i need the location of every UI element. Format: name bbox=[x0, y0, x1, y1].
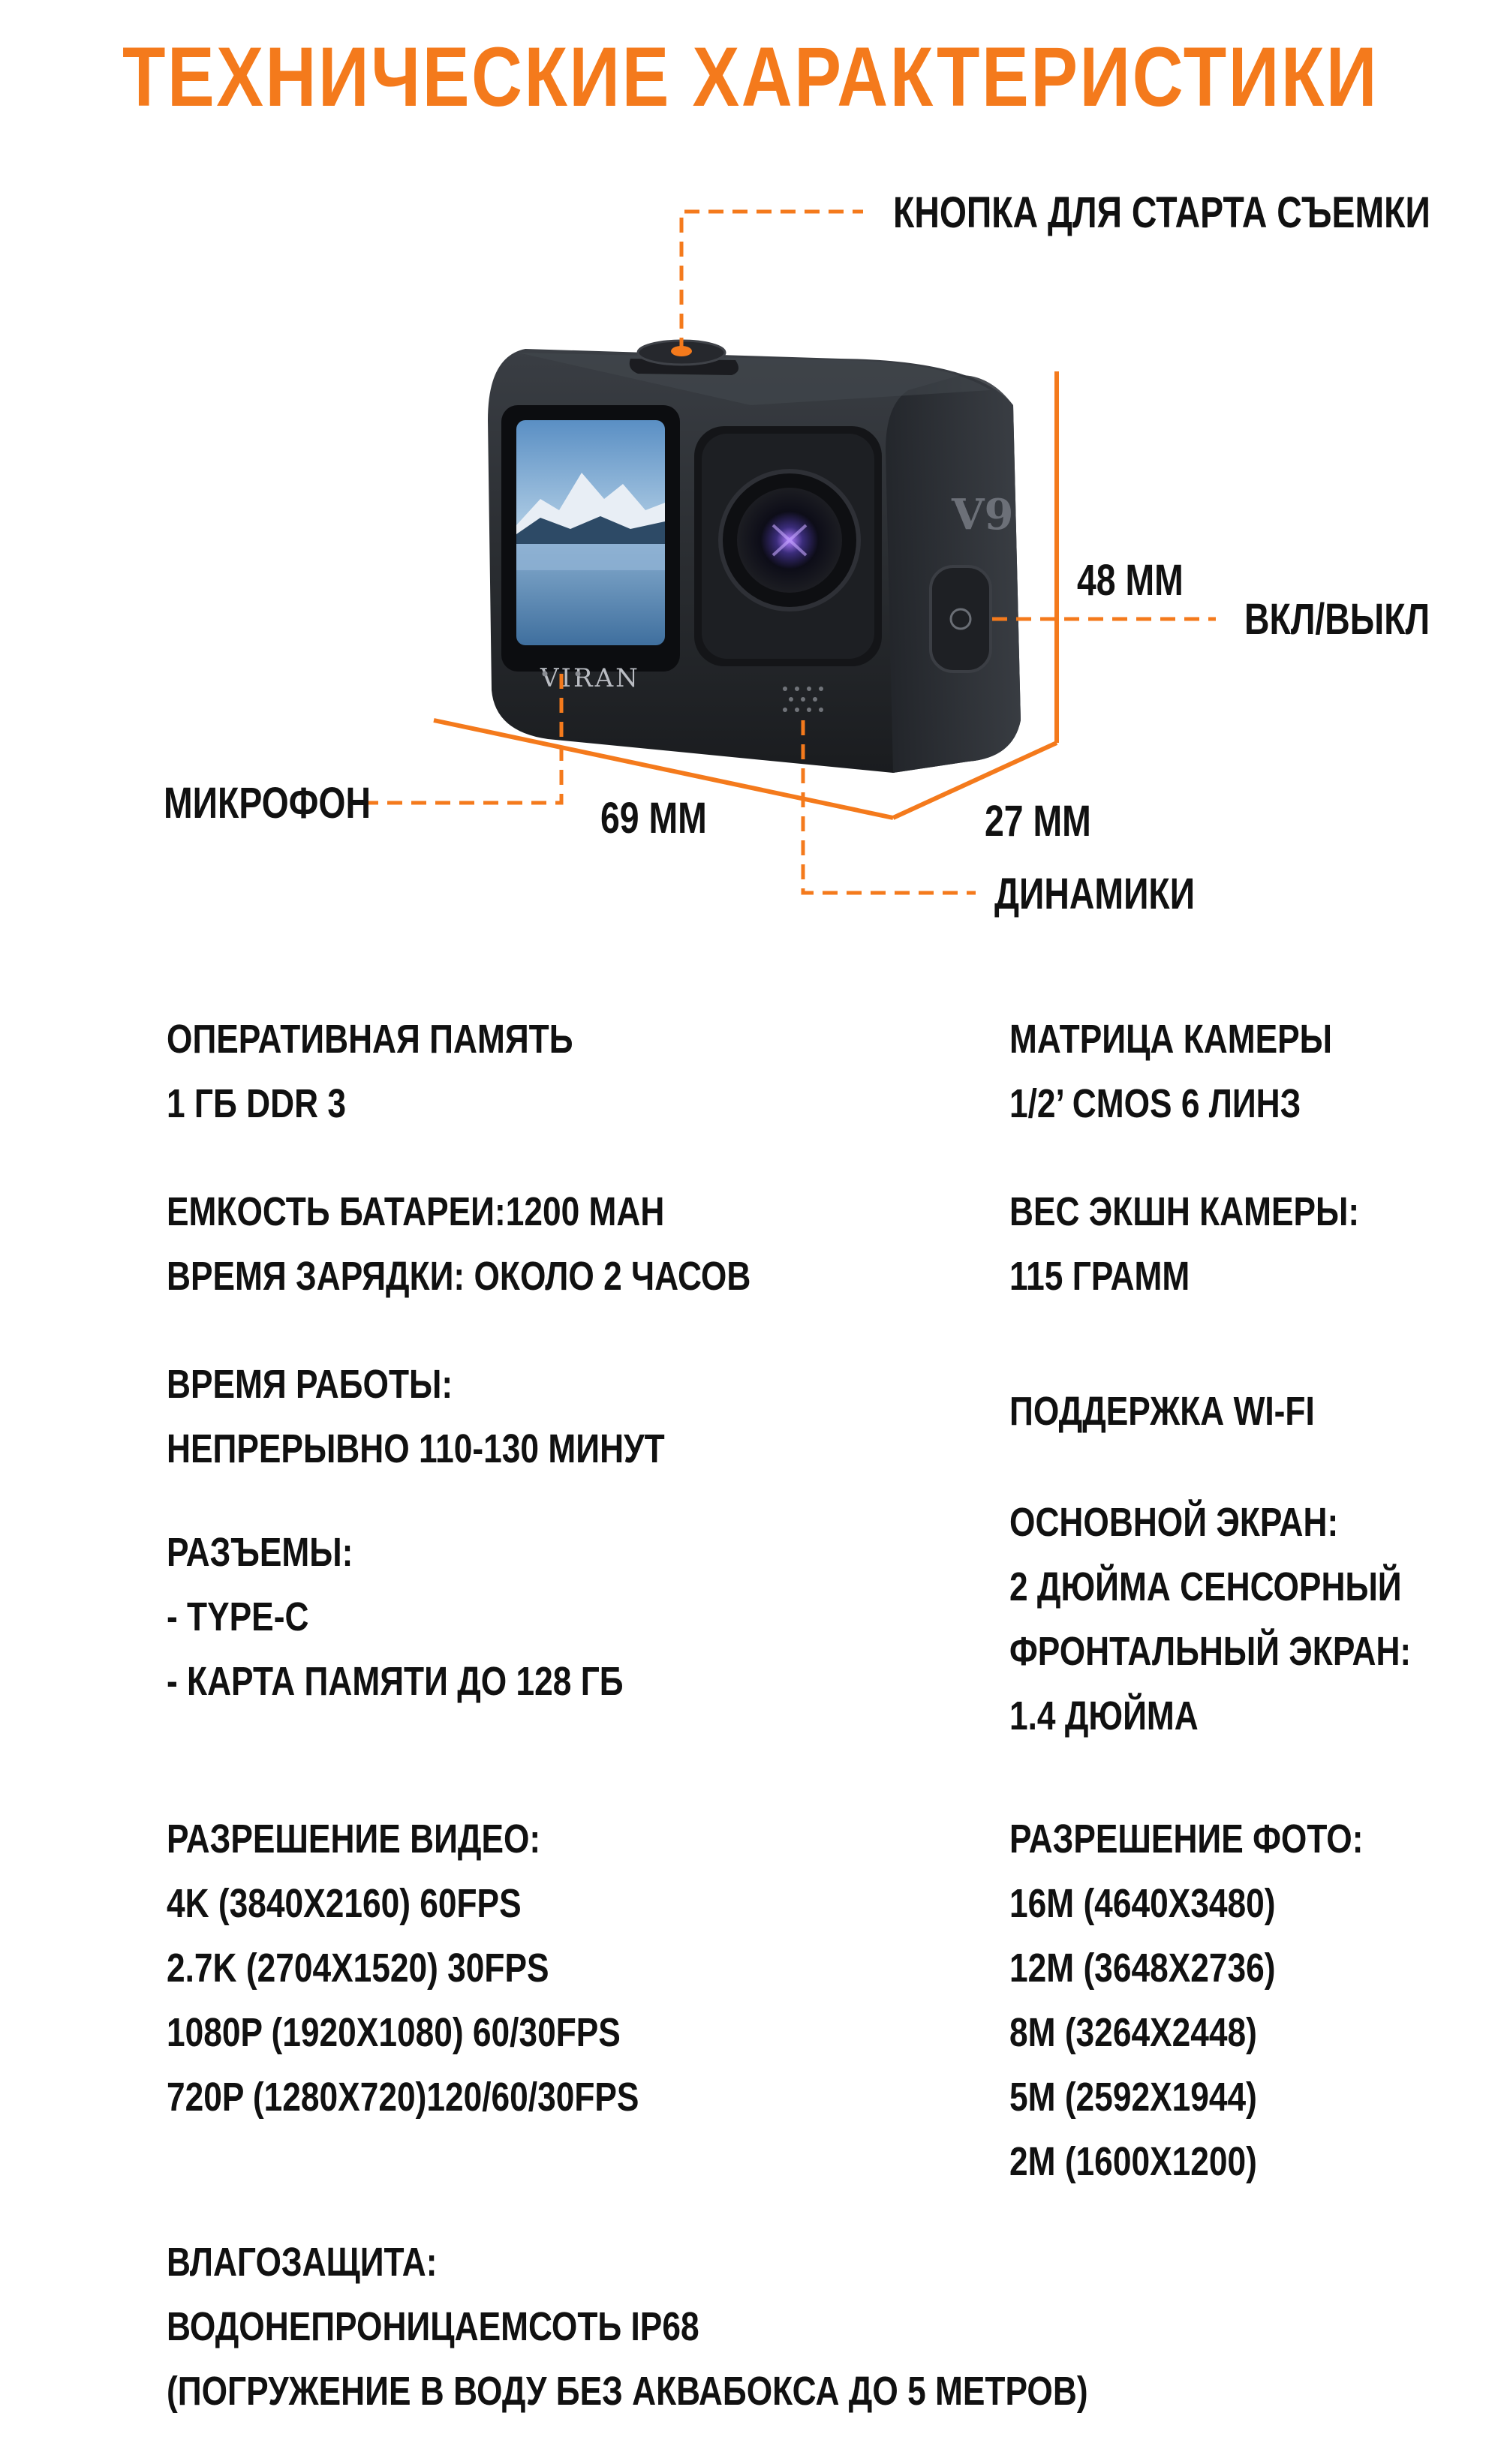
spec-line: 2M (1600X1200) bbox=[1009, 2139, 1257, 2184]
width-dimension-label: 69 ММ bbox=[600, 794, 707, 843]
speaker-grille bbox=[783, 687, 823, 712]
spec-water-protection: ВЛАГОЗАЩИТА: ВОДОНЕПРОНИЦАЕМСОТЬ IP68 (П… bbox=[167, 2230, 1088, 2423]
depth-dimension-label: 27 ММ bbox=[985, 797, 1091, 846]
spec-line: НЕПРЕРЫВНО 110-130 МИНУТ bbox=[167, 1426, 665, 1471]
power-button bbox=[929, 565, 992, 673]
spec-line: ВРЕМЯ ЗАРЯДКИ: ОКОЛО 2 ЧАСОВ bbox=[167, 1254, 751, 1299]
spec-line: 12M (3648X2736) bbox=[1009, 1946, 1276, 1991]
spec-line: ПОДДЕРЖКА WI-FI bbox=[1009, 1389, 1315, 1434]
model-label: V9 bbox=[951, 490, 1013, 539]
spec-line: 2.7K (2704X1520) 30FPS bbox=[167, 1946, 549, 1991]
spec-line: 4K (3840X2160) 60FPS bbox=[167, 1881, 522, 1926]
spec-line: ВОДОНЕПРОНИЦАЕМСОТЬ IP68 bbox=[167, 2304, 699, 2349]
record-leader-line bbox=[679, 209, 863, 353]
camera-illustration: V9 VIRAN bbox=[360, 209, 1216, 895]
microphone-label: МИКРОФОН bbox=[164, 779, 371, 828]
record-button bbox=[629, 339, 738, 375]
speakers-label: ДИНАМИКИ bbox=[994, 870, 1196, 918]
spec-ram: ОПЕРАТИВНАЯ ПАМЯТЬ 1 ГБ DDR 3 bbox=[167, 1007, 573, 1136]
brand-label: VIRAN bbox=[540, 663, 640, 693]
microphone-leader-line bbox=[360, 674, 564, 805]
spec-line: ВЕС ЭКШН КАМЕРЫ: bbox=[1009, 1189, 1360, 1234]
spec-photo-resolution: РАЗРЕШЕНИЕ ФОТО: 16M (4640X3480) 12M (36… bbox=[1009, 1807, 1363, 2194]
spec-line: ОСНОВНОЙ ЭКРАН: bbox=[1009, 1500, 1339, 1545]
spec-sensor: МАТРИЦА КАМЕРЫ 1/2’ CMOS 6 ЛИНЗ bbox=[1009, 1007, 1332, 1136]
microphone-hole bbox=[542, 671, 548, 677]
power-label: ВКЛ/ВЫКЛ bbox=[1244, 595, 1430, 644]
spec-line: 1.4 ДЮЙМА bbox=[1009, 1693, 1199, 1738]
spec-runtime: ВРЕМЯ РАБОТЫ: НЕПРЕРЫВНО 110-130 МИНУТ bbox=[167, 1352, 665, 1481]
spec-line: 2 ДЮЙМА СЕНСОРНЫЙ bbox=[1009, 1564, 1402, 1609]
dimension-lines bbox=[433, 371, 1059, 820]
spec-line: МАТРИЦА КАМЕРЫ bbox=[1009, 1017, 1333, 1062]
spec-line: 720P (1280X720)120/60/30FPS bbox=[167, 2075, 639, 2120]
spec-line: ОПЕРАТИВНАЯ ПАМЯТЬ bbox=[167, 1017, 573, 1062]
page-title: ТЕХНИЧЕСКИЕ ХАРАКТЕРИСТИКИ bbox=[122, 30, 1379, 124]
spec-battery: ЕМКОСТЬ БАТАРЕИ:1200 МАН ВРЕМЯ ЗАРЯДКИ: … bbox=[167, 1179, 750, 1309]
camera-diagram: V9 VIRAN КНОПКА ДЛЯ СТАРТА СЪЕМКИ ВКЛ/ВЫ… bbox=[0, 0, 1501, 945]
spec-line: 1/2’ CMOS 6 ЛИНЗ bbox=[1009, 1081, 1301, 1126]
spec-line: - TYPE-C bbox=[167, 1594, 309, 1639]
spec-line: (ПОГРУЖЕНИЕ В ВОДУ БЕЗ АКВАБОКСА ДО 5 МЕ… bbox=[167, 2369, 1088, 2414]
spec-line: - КАРТА ПАМЯТИ ДО 128 ГБ bbox=[167, 1659, 624, 1704]
spec-line: 115 ГРАММ bbox=[1009, 1254, 1190, 1299]
speaker-leader-line bbox=[801, 720, 976, 895]
spec-screens: ОСНОВНОЙ ЭКРАН: 2 ДЮЙМА СЕНСОРНЫЙ ФРОНТА… bbox=[1009, 1490, 1411, 1748]
lens-housing bbox=[694, 426, 882, 666]
spec-line: ВЛАГОЗАЩИТА: bbox=[167, 2240, 438, 2285]
spec-video-resolution: РАЗРЕШЕНИЕ ВИДЕО: 4K (3840X2160) 60FPS 2… bbox=[167, 1807, 639, 2129]
spec-line: ФРОНТАЛЬНЫЙ ЭКРАН: bbox=[1009, 1629, 1412, 1674]
spec-line: 8M (3264X2448) bbox=[1009, 2010, 1257, 2055]
spec-line: 16M (4640X3480) bbox=[1009, 1881, 1276, 1926]
spec-line: РАЗРЕШЕНИЕ ФОТО: bbox=[1009, 1816, 1364, 1862]
height-dimension-label: 48 ММ bbox=[1077, 556, 1184, 605]
spec-line: ВРЕМЯ РАБОТЫ: bbox=[167, 1362, 453, 1407]
depth-dimension-line bbox=[892, 741, 1058, 820]
power-icon bbox=[949, 608, 972, 630]
spec-line: 1080P (1920X1080) 60/30FPS bbox=[167, 2010, 621, 2055]
spec-line: РАЗРЕШЕНИЕ ВИДЕО: bbox=[167, 1816, 541, 1862]
spec-line: 5M (2592X1944) bbox=[1009, 2075, 1257, 2120]
spec-line: ЕМКОСТЬ БАТАРЕИ:1200 МАН bbox=[167, 1189, 665, 1234]
record-button-label: КНОПКА ДЛЯ СТАРТА СЪЕМКИ bbox=[893, 188, 1430, 237]
microphone-hole bbox=[575, 671, 581, 677]
leader-lines bbox=[360, 209, 1216, 895]
spec-line: РАЗЪЕМЫ: bbox=[167, 1530, 353, 1575]
spec-line: 1 ГБ DDR 3 bbox=[167, 1081, 347, 1126]
spec-weight: ВЕС ЭКШН КАМЕРЫ: 115 ГРАММ bbox=[1009, 1179, 1359, 1309]
spec-wifi: ПОДДЕРЖКА WI-FI bbox=[1009, 1379, 1315, 1444]
width-dimension-line bbox=[433, 718, 894, 820]
front-screen bbox=[501, 405, 680, 672]
spec-ports: РАЗЪЕМЫ: - TYPE-C - КАРТА ПАМЯТИ ДО 128 … bbox=[167, 1520, 624, 1714]
